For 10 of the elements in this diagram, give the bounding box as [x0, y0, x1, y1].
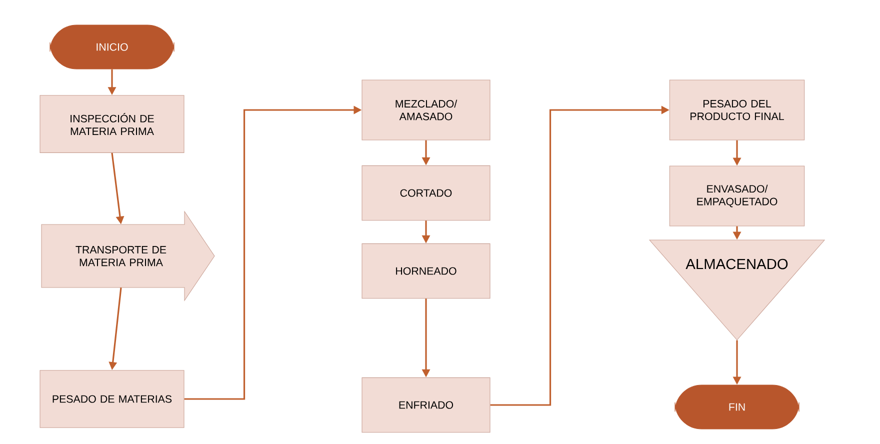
terminal-pill: INICIO — [50, 24, 174, 70]
terminal-pill: FIN — [674, 384, 800, 430]
process-box: PESADO DEL PRODUCTO FINAL — [669, 80, 805, 140]
process-box: PESADO DE MATERIAS — [40, 370, 184, 428]
process-box: MEZCLADO/ AMASADO — [362, 80, 490, 140]
process-box: ENFRIADO — [362, 377, 490, 433]
process-box: HORNEADO — [362, 243, 490, 299]
process-box: INSPECCIÓN DE MATERIA PRIMA — [40, 95, 184, 153]
process-box: CORTADO — [362, 165, 490, 221]
process-box: ENVASADO/ EMPAQUETADO — [669, 166, 805, 226]
